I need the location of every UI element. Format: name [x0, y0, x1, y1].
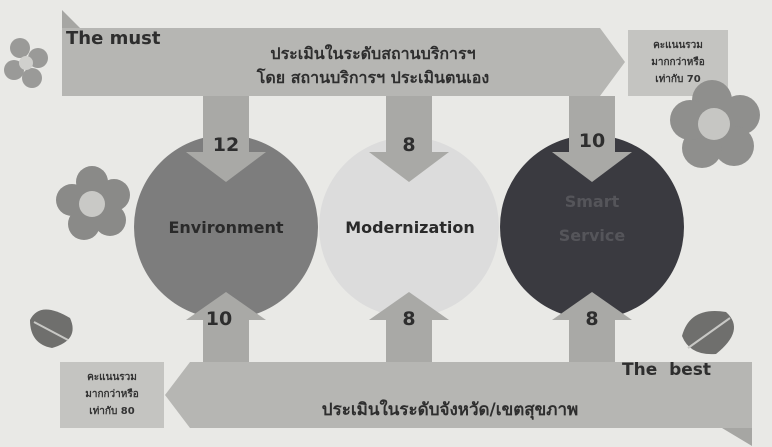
flower-decoration-right [670, 80, 760, 168]
smart-service-circle [500, 135, 684, 319]
smart-service-bottom-score: 8 [585, 308, 599, 330]
the-must-label: The must [66, 28, 161, 49]
bottom-banner-right-notch [722, 428, 752, 446]
up-arrow-environment [186, 292, 266, 362]
top-score-note-3: เท่ากับ 70 [655, 74, 701, 85]
bottom-score-note-2: มากกว่าหรือ [85, 389, 139, 400]
modernization-bottom-score: 8 [402, 308, 416, 330]
top-banner-line2: โดย สถานบริการฯ ประเมินตนเอง [256, 68, 490, 87]
down-arrow-smart-service [552, 96, 632, 182]
up-arrow-modernization [369, 292, 449, 362]
leaf-decoration-left [30, 309, 73, 348]
top-banner-left-notch [62, 10, 80, 28]
smart-service-top-score: 10 [578, 130, 606, 152]
modernization-top-score: 8 [402, 134, 416, 156]
bottom-banner-line: ประเมินในระดับจังหวัด/เขตสุขภาพ [321, 400, 579, 420]
top-score-note-1: คะแนนรวม [653, 40, 703, 51]
star-decoration [4, 38, 48, 88]
top-score-note-2: มากกว่าหรือ [651, 57, 705, 68]
flower-decoration-left [56, 166, 130, 240]
the-best-label: The best [622, 360, 712, 380]
down-arrow-environment [186, 96, 266, 182]
environment-bottom-score: 10 [205, 308, 233, 330]
up-arrow-smart-service [552, 292, 632, 362]
environment-top-score: 12 [212, 134, 240, 156]
bottom-score-note-3: เท่ากับ 80 [89, 406, 135, 417]
modernization-label: Modernization [345, 218, 475, 237]
modernization-circle [319, 137, 499, 317]
down-arrow-modernization [369, 96, 449, 182]
smart-label: Smart [564, 192, 620, 211]
bottom-score-note-box [60, 362, 164, 428]
leaf-decoration-right [682, 311, 734, 355]
environment-label: Environment [168, 218, 284, 237]
top-banner-band [62, 28, 625, 96]
service-label: Service [558, 226, 626, 245]
top-banner-line1: ประเมินในระดับสถานบริการฯ [270, 44, 476, 63]
bottom-banner-band [165, 362, 752, 428]
bottom-score-note-1: คะแนนรวม [87, 372, 137, 383]
environment-circle [134, 135, 318, 319]
